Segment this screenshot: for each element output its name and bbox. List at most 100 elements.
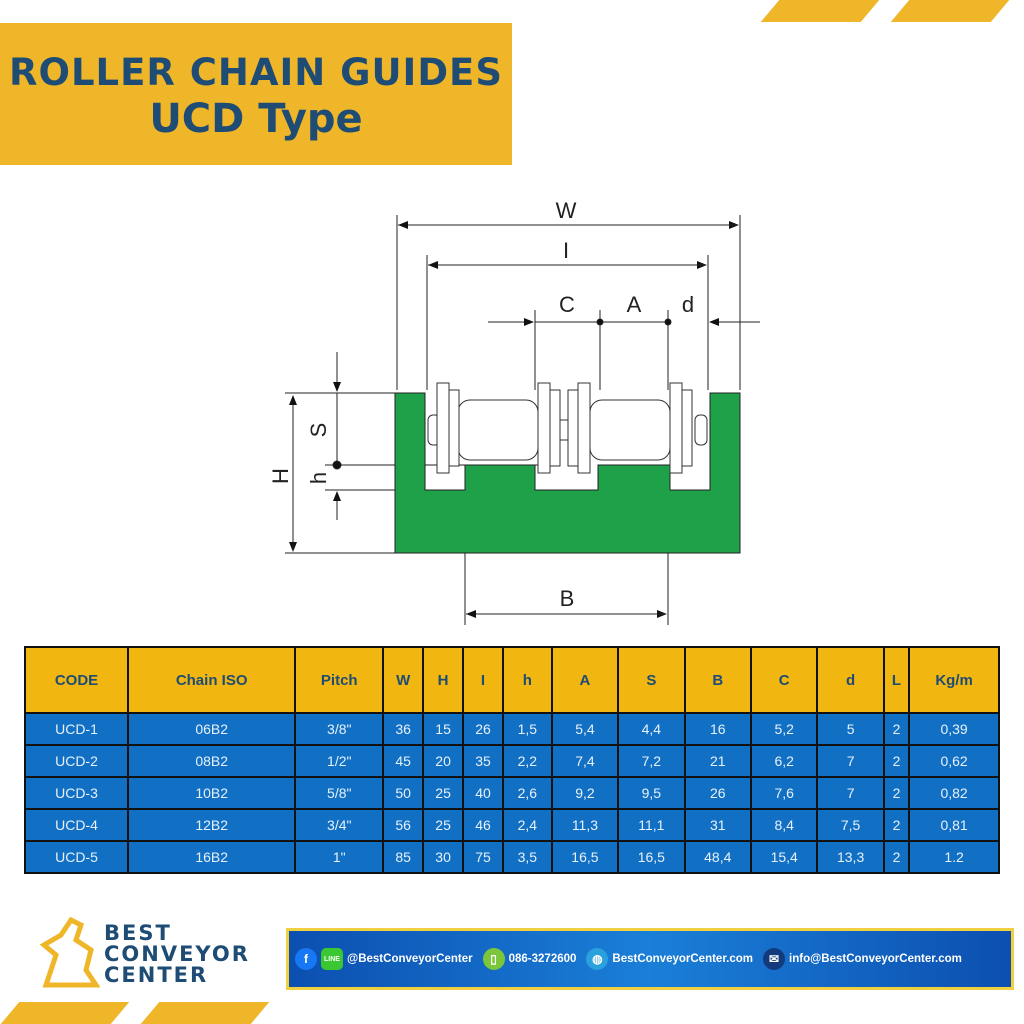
table-cell: 5 — [816, 712, 885, 746]
dim-label-B: B — [560, 586, 575, 611]
table-cell: 0,81 — [908, 808, 1000, 842]
table-cell: 2,4 — [501, 808, 553, 842]
table-cell: 7,4 — [550, 744, 620, 778]
globe-icon: ◍ — [586, 948, 609, 970]
table-cell: 2 — [882, 712, 911, 746]
table-cell: 13,3 — [816, 840, 885, 874]
table-cell: 11,3 — [550, 808, 620, 842]
table-cell: 46 — [462, 808, 504, 842]
title-line-1: ROLLER CHAIN GUIDES — [9, 51, 503, 94]
table-cell: 16 — [683, 712, 752, 746]
table-cell: 7 — [816, 776, 885, 810]
dim-label-H: H — [268, 468, 293, 484]
table-cell: 2 — [882, 840, 911, 874]
table-cell: 5,2 — [749, 712, 819, 746]
dim-label-S: S — [306, 423, 331, 438]
table-cell: 12B2 — [126, 808, 297, 842]
table-cell: 2,6 — [501, 776, 553, 810]
table-cell: 1/2" — [294, 744, 385, 778]
dim-label-C: C — [559, 292, 575, 317]
table-cell: UCD-3 — [24, 776, 129, 810]
column-header: Chain ISO — [126, 646, 297, 714]
dim-label-d: d — [682, 292, 694, 317]
facebook-icon[interactable]: f — [295, 948, 317, 970]
decor-stripe — [890, 0, 1010, 22]
table-cell: 26 — [462, 712, 504, 746]
table-cell: 31 — [683, 808, 752, 842]
table-cell: 7,2 — [617, 744, 686, 778]
column-header: CODE — [24, 646, 129, 714]
table-cell: UCD-1 — [24, 712, 129, 746]
column-header: H — [422, 646, 465, 714]
table-cell: 30 — [422, 840, 465, 874]
website-link[interactable]: BestConveyorCenter.com — [612, 953, 754, 965]
table-cell: 6,2 — [749, 744, 819, 778]
column-header: h — [501, 646, 553, 714]
table-cell: 5/8" — [294, 776, 385, 810]
social-handle[interactable]: @BestConveyorCenter — [347, 953, 473, 965]
title-banner: ROLLER CHAIN GUIDES UCD Type — [0, 23, 512, 165]
table-cell: 85 — [382, 840, 425, 874]
table-cell: 9,5 — [617, 776, 686, 810]
table-cell: 06B2 — [126, 712, 297, 746]
table-cell: 75 — [462, 840, 504, 874]
table-cell: 15,4 — [749, 840, 819, 874]
table-cell: 16,5 — [617, 840, 686, 874]
table-cell: 16B2 — [126, 840, 297, 874]
phone-number[interactable]: 086-3272600 — [508, 953, 577, 965]
logo-text-line: CENTER — [104, 963, 209, 987]
dim-label-h: h — [306, 472, 331, 484]
chain-guide-diagram: W I C A d B S H h — [268, 198, 760, 625]
column-header: d — [816, 646, 885, 714]
decor-stripe — [0, 1002, 130, 1024]
column-header: L — [882, 646, 911, 714]
logo-text-line: CONVEYOR — [104, 942, 250, 966]
table-cell: 3,5 — [501, 840, 553, 874]
decor-stripe — [140, 1002, 270, 1024]
table-cell: 26 — [683, 776, 752, 810]
table-cell: 50 — [382, 776, 425, 810]
table-cell: 4,4 — [617, 712, 686, 746]
table-cell: 2 — [882, 776, 911, 810]
table-cell: 08B2 — [126, 744, 297, 778]
column-header: Pitch — [294, 646, 385, 714]
column-header: I — [462, 646, 504, 714]
table-cell: 0,62 — [908, 744, 1000, 778]
column-header: S — [617, 646, 686, 714]
dim-label-I: I — [563, 238, 569, 263]
column-header: Kg/m — [908, 646, 1000, 714]
table-cell: 10B2 — [126, 776, 297, 810]
email-link[interactable]: info@BestConveyorCenter.com — [789, 953, 962, 965]
table-cell: 1.2 — [908, 840, 1000, 874]
column-header: W — [382, 646, 425, 714]
table-cell: 36 — [382, 712, 425, 746]
table-cell: 1" — [294, 840, 385, 874]
logo-text-line: BEST — [104, 921, 172, 945]
table-cell: 56 — [382, 808, 425, 842]
line-icon[interactable]: LINE — [321, 948, 343, 970]
column-header: C — [749, 646, 819, 714]
table-cell: 45 — [382, 744, 425, 778]
table-cell: UCD-2 — [24, 744, 129, 778]
table-cell: 25 — [422, 808, 465, 842]
table-cell: UCD-5 — [24, 840, 129, 874]
table-cell: 2 — [882, 808, 911, 842]
table-cell: 9,2 — [550, 776, 620, 810]
table-cell: 0,82 — [908, 776, 1000, 810]
table-cell: 2 — [882, 744, 911, 778]
table-cell: 48,4 — [683, 840, 752, 874]
brand-logo: BEST CONVEYOR CENTER — [36, 915, 276, 995]
contact-bar: f LINE @BestConveyorCenter ▯ 086-3272600… — [286, 928, 1014, 990]
mail-icon: ✉ — [763, 948, 786, 970]
column-header: A — [550, 646, 620, 714]
table-cell: 11,1 — [617, 808, 686, 842]
phone-icon: ▯ — [482, 948, 505, 970]
table-cell: 15 — [422, 712, 465, 746]
table-cell: 40 — [462, 776, 504, 810]
